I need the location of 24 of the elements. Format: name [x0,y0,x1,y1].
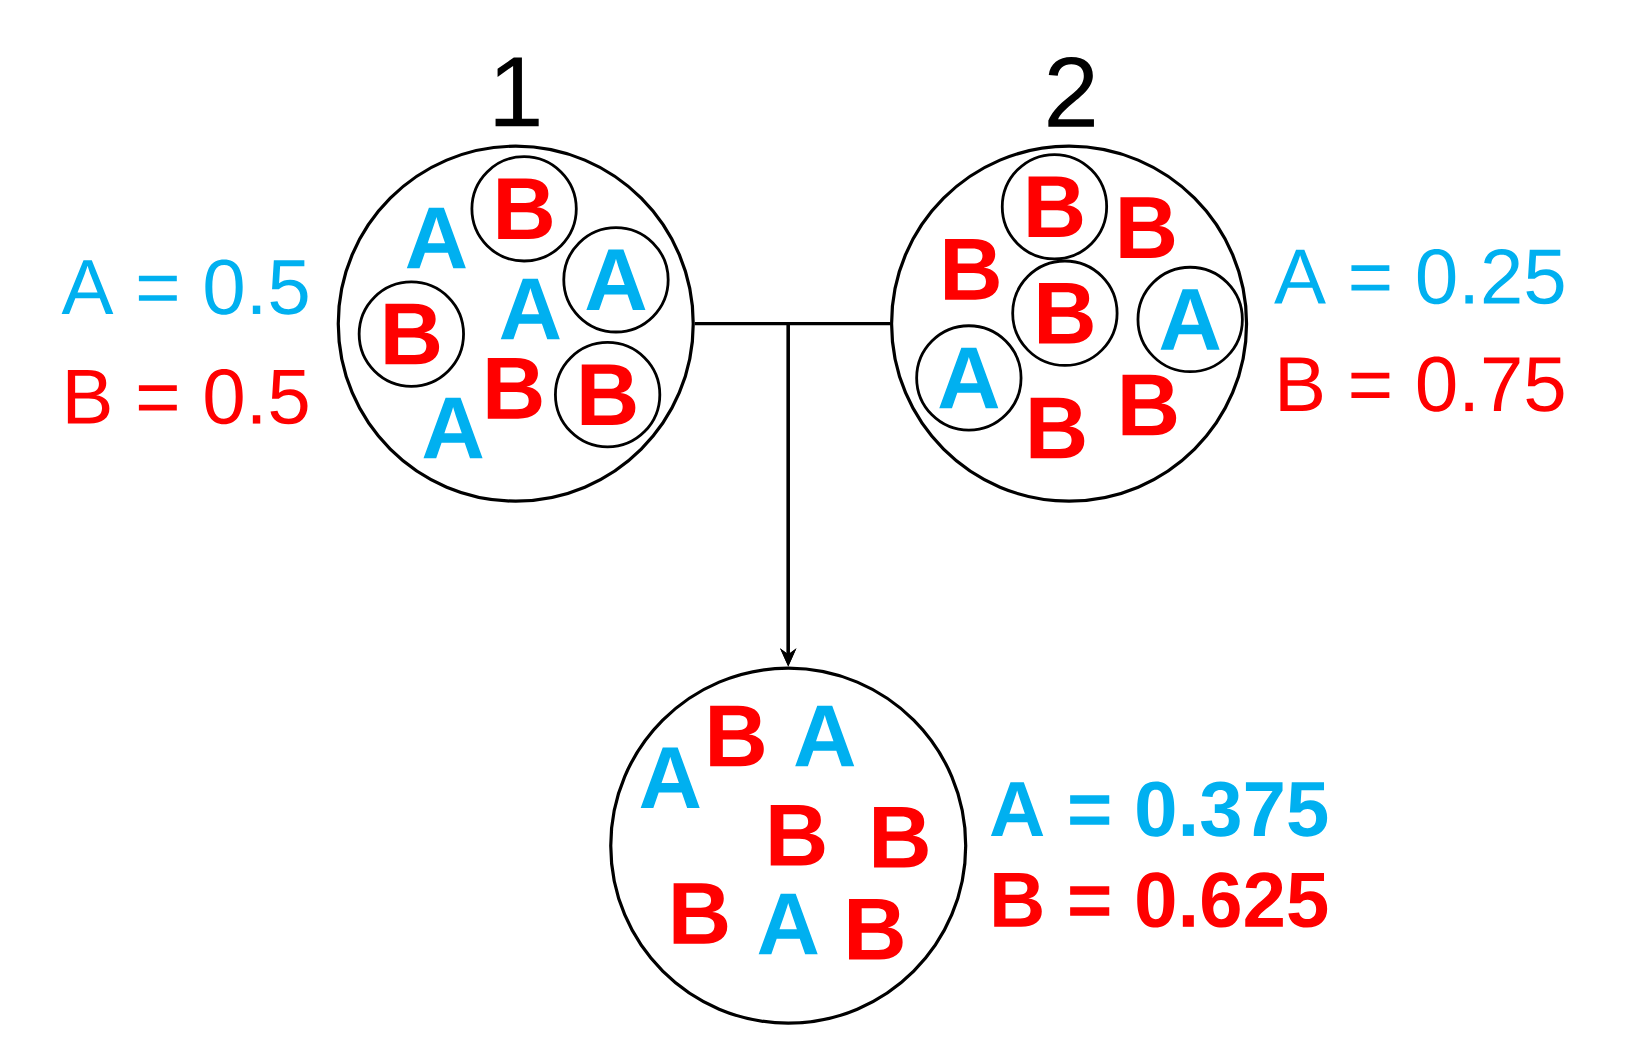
allele-letter: B [710,705,764,767]
frequency-text: A = 0.5 [61,259,308,315]
allele-letter: B [1122,374,1177,436]
allele-letter: B [945,238,999,300]
allele-letter: A [406,207,466,269]
allele-letter: B [770,804,825,866]
allele-letter: B [849,898,903,960]
allele-letter: A [758,893,818,955]
allele-letter: B [874,806,928,868]
allele-letter: B [487,357,542,419]
allele-letter: A [640,747,700,808]
frequency-text: B = 0.625 [994,872,1328,928]
frequency-text: B = 0.75 [1280,356,1564,412]
allele-letter: B [1120,197,1175,258]
frequency-text: B = 0.5 [67,368,308,425]
allele-letter: B [1030,397,1085,459]
allele-letter: B [673,883,728,944]
frequency-text: A = 0.375 [990,781,1328,837]
allele-letter: A [500,278,560,340]
population-number: 1 [495,57,539,127]
allele-letter: A [423,397,483,459]
frequency-text: A = 0.25 [1274,248,1564,305]
allele-letter: A [795,705,855,767]
population-number: 2 [1048,56,1094,127]
